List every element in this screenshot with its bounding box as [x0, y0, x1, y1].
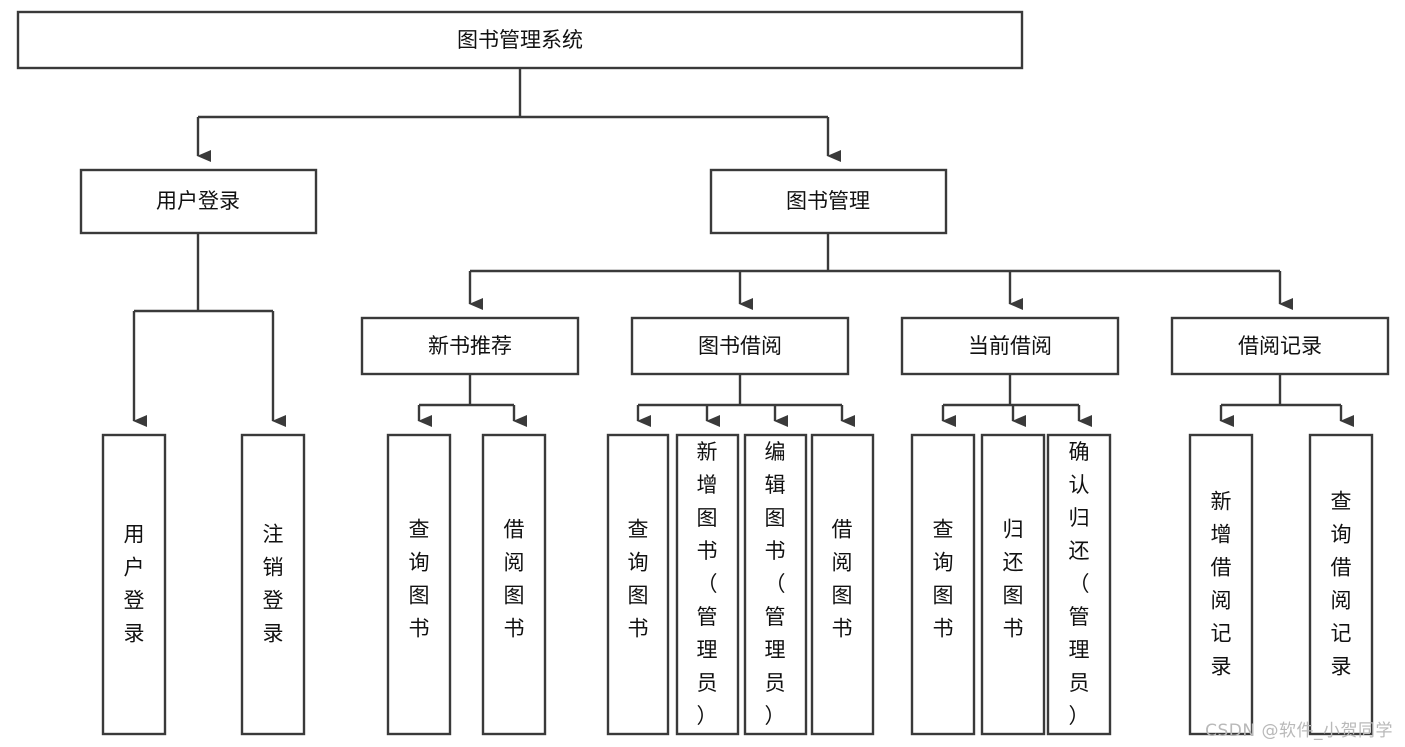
leaf-query-borrow-record[interactable]: 查询借阅记录 [1308, 433, 1374, 736]
leaf-borrow-books-label: 借阅图书 [832, 518, 853, 641]
node-book-management[interactable]: 图书管理 [709, 168, 948, 235]
leaf-query-books-recommend-label: 查询图书 [409, 518, 430, 641]
node-user-login-label: 用户登录 [156, 189, 240, 213]
node-borrow-records[interactable]: 借阅记录 [1170, 316, 1390, 376]
leaf-logout-label: 注销登录 [263, 523, 284, 646]
node-book-borrow[interactable]: 图书借阅 [630, 316, 850, 376]
leaf-query-books-current[interactable]: 查询图书 [910, 433, 976, 736]
node-current-borrow-label: 当前借阅 [968, 334, 1052, 358]
leaf-add-borrow-record-label: 新增借阅记录 [1211, 490, 1232, 679]
node-current-borrow[interactable]: 当前借阅 [900, 316, 1120, 376]
leaf-borrow-books-recommend-label: 借阅图书 [504, 518, 525, 641]
leaf-user-login[interactable]: 用户登录 [101, 433, 167, 736]
leaf-query-books-current-label: 查询图书 [933, 518, 954, 641]
leaf-query-books-borrow[interactable]: 查询图书 [606, 433, 670, 736]
leaf-query-books-recommend[interactable]: 查询图书 [386, 433, 452, 736]
leaf-edit-book-admin-label: 编辑图书（管理员） [765, 440, 786, 728]
leaf-return-books[interactable]: 归还图书 [980, 433, 1046, 736]
leaf-confirm-return-admin[interactable]: 确认归还（管理员） [1046, 433, 1112, 736]
node-book-management-label: 图书管理 [786, 189, 870, 213]
node-new-book-recommend[interactable]: 新书推荐 [360, 316, 580, 376]
leaf-user-login-label: 用户登录 [124, 523, 145, 646]
node-new-book-recommend-label: 新书推荐 [428, 334, 512, 358]
leaf-edit-book-admin[interactable]: 编辑图书（管理员） [743, 433, 808, 736]
leaf-confirm-return-admin-label: 确认归还（管理员） [1069, 440, 1090, 728]
leaf-logout[interactable]: 注销登录 [240, 433, 306, 736]
node-root-label: 图书管理系统 [457, 28, 583, 52]
node-root[interactable]: 图书管理系统 [16, 10, 1024, 70]
leaf-borrow-books-recommend[interactable]: 借阅图书 [481, 433, 547, 736]
leaf-add-borrow-record[interactable]: 新增借阅记录 [1188, 433, 1254, 736]
leaf-add-book-admin[interactable]: 新增图书（管理员） [675, 433, 740, 736]
leaf-query-borrow-record-label: 查询借阅记录 [1331, 490, 1352, 679]
leaf-add-book-admin-label: 新增图书（管理员） [697, 440, 718, 728]
node-borrow-records-label: 借阅记录 [1238, 334, 1322, 358]
leaf-borrow-books[interactable]: 借阅图书 [810, 433, 875, 736]
leaf-return-books-label: 归还图书 [1003, 518, 1024, 641]
node-book-borrow-label: 图书借阅 [698, 334, 782, 358]
csdn-watermark: CSDN @软件_小贺同学 [1205, 721, 1393, 741]
node-user-login[interactable]: 用户登录 [79, 168, 318, 235]
leaf-query-books-borrow-label: 查询图书 [628, 518, 649, 641]
connector-lines [132, 68, 1354, 427]
